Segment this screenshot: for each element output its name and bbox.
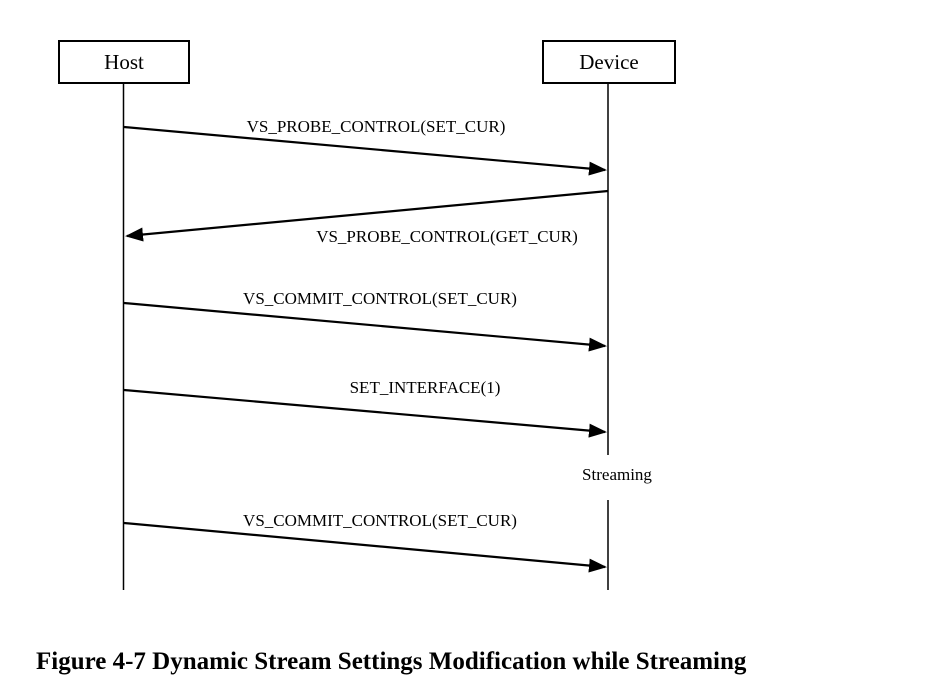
message-label-probe-set-cur: VS_PROBE_CONTROL(SET_CUR) (246, 117, 506, 136)
actor-label-host: Host (104, 50, 144, 74)
actor-box-device: Device (542, 40, 676, 84)
message-arrow-set-interface (123, 388, 607, 438)
message-label-commit-set-cur-2: VS_COMMIT_CONTROL(SET_CUR) (243, 511, 517, 530)
message-arrow-probe-get-cur (125, 189, 609, 242)
actor-label-device: Device (579, 50, 639, 74)
actor-box-host: Host (58, 40, 190, 84)
message-label-set-interface: SET_INTERFACE(1) (349, 378, 501, 397)
streaming-status-label: Streaming (582, 465, 652, 484)
message-arrow-commit-set-cur-2 (123, 521, 607, 573)
message-label-probe-get-cur: VS_PROBE_CONTROL(GET_CUR) (316, 227, 578, 246)
figure-caption: Figure 4-7 Dynamic Stream Settings Modif… (36, 648, 747, 675)
message-label-commit-set-cur: VS_COMMIT_CONTROL(SET_CUR) (243, 289, 517, 308)
message-arrow-probe-set-cur (123, 125, 607, 176)
message-arrow-commit-set-cur (123, 301, 607, 352)
